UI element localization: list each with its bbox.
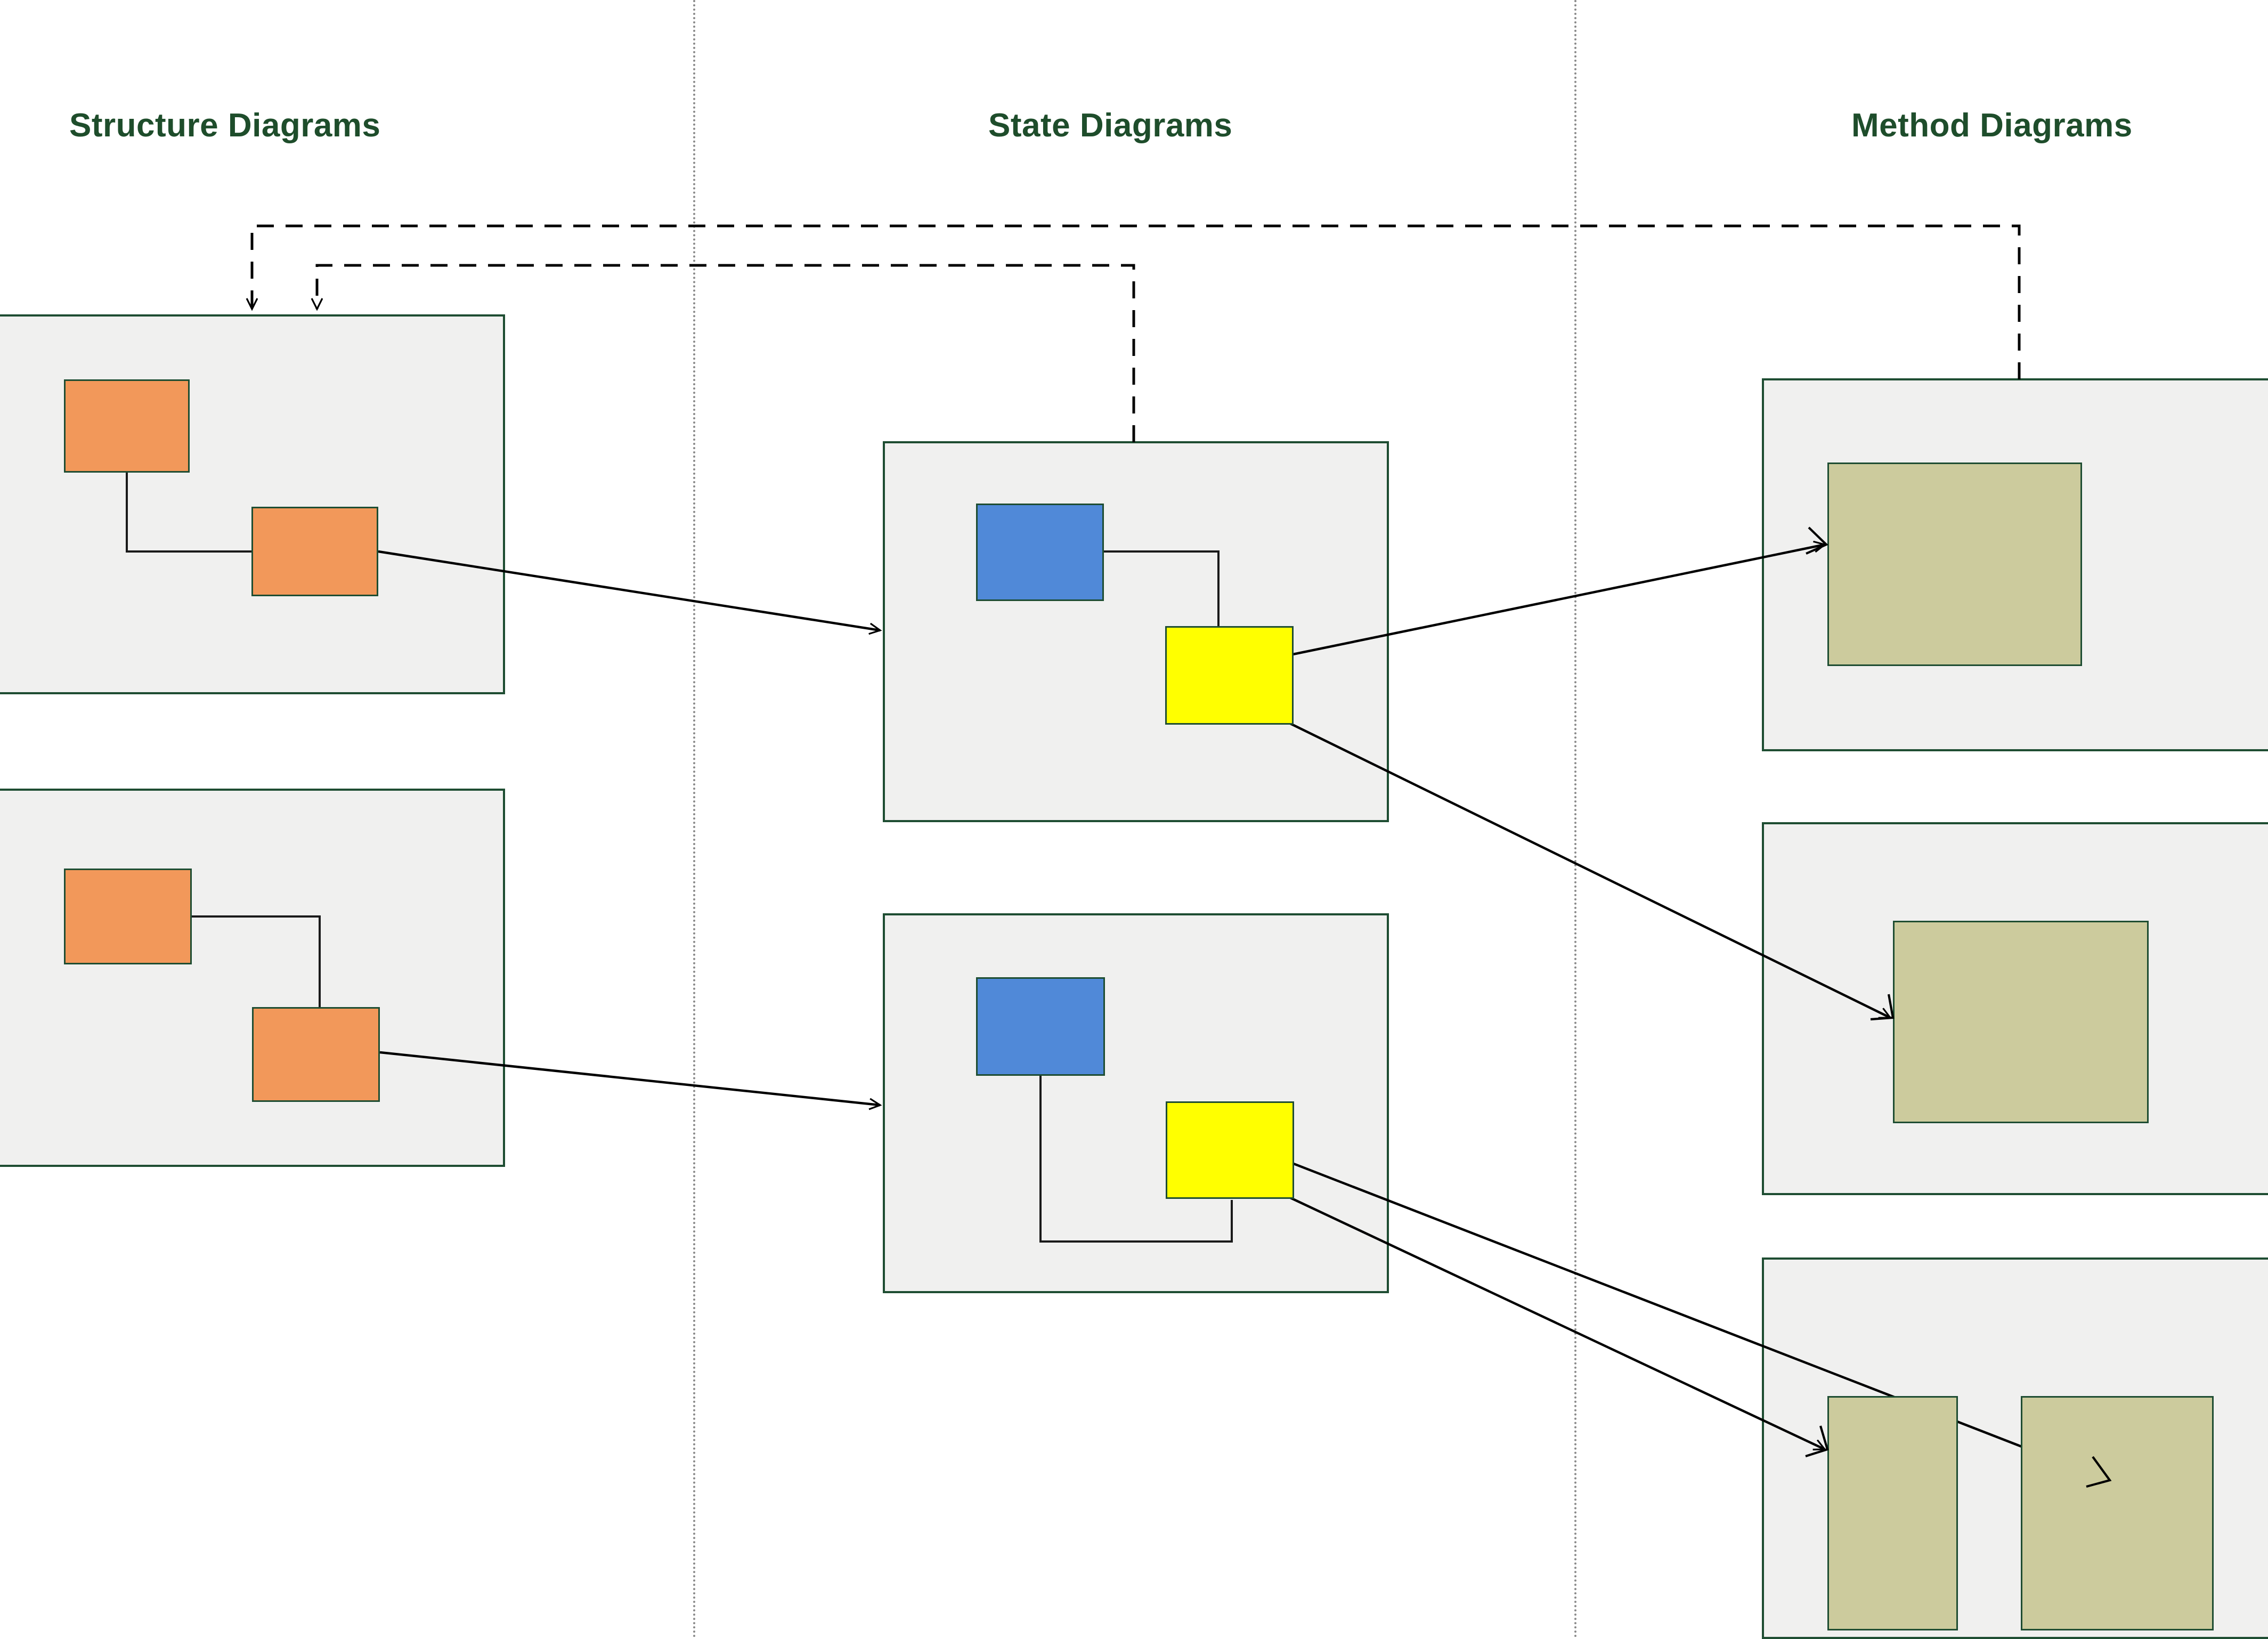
structure-panel-1[interactable] <box>0 314 505 694</box>
method-3-node-a[interactable] <box>1827 1396 1958 1630</box>
structure-panel-2[interactable] <box>0 789 505 1167</box>
state-1-node-blue[interactable] <box>976 504 1104 601</box>
state-2-node-yellow[interactable] <box>1166 1101 1294 1199</box>
column-divider-1 <box>693 0 695 1639</box>
column-title-state: State Diagrams <box>988 107 1233 144</box>
column-title-method: Method Diagrams <box>1851 107 2133 144</box>
column-title-structure: Structure Diagrams <box>69 107 381 144</box>
method-1-node-a[interactable] <box>1827 463 2082 666</box>
structure-2-node-a[interactable] <box>64 869 192 964</box>
state-1-node-yellow[interactable] <box>1165 626 1294 725</box>
dashed-connector-method-to-structure <box>252 224 2021 379</box>
structure-2-node-b[interactable] <box>252 1007 380 1102</box>
column-divider-2 <box>1574 0 1576 1639</box>
structure-1-node-a[interactable] <box>64 379 190 473</box>
state-panel-1[interactable] <box>883 441 1389 822</box>
state-panel-2[interactable] <box>883 913 1389 1293</box>
structure-1-node-b[interactable] <box>251 507 378 596</box>
state-2-node-blue[interactable] <box>976 977 1105 1076</box>
method-3-node-b[interactable] <box>2021 1396 2214 1630</box>
method-2-node-a[interactable] <box>1893 921 2149 1123</box>
